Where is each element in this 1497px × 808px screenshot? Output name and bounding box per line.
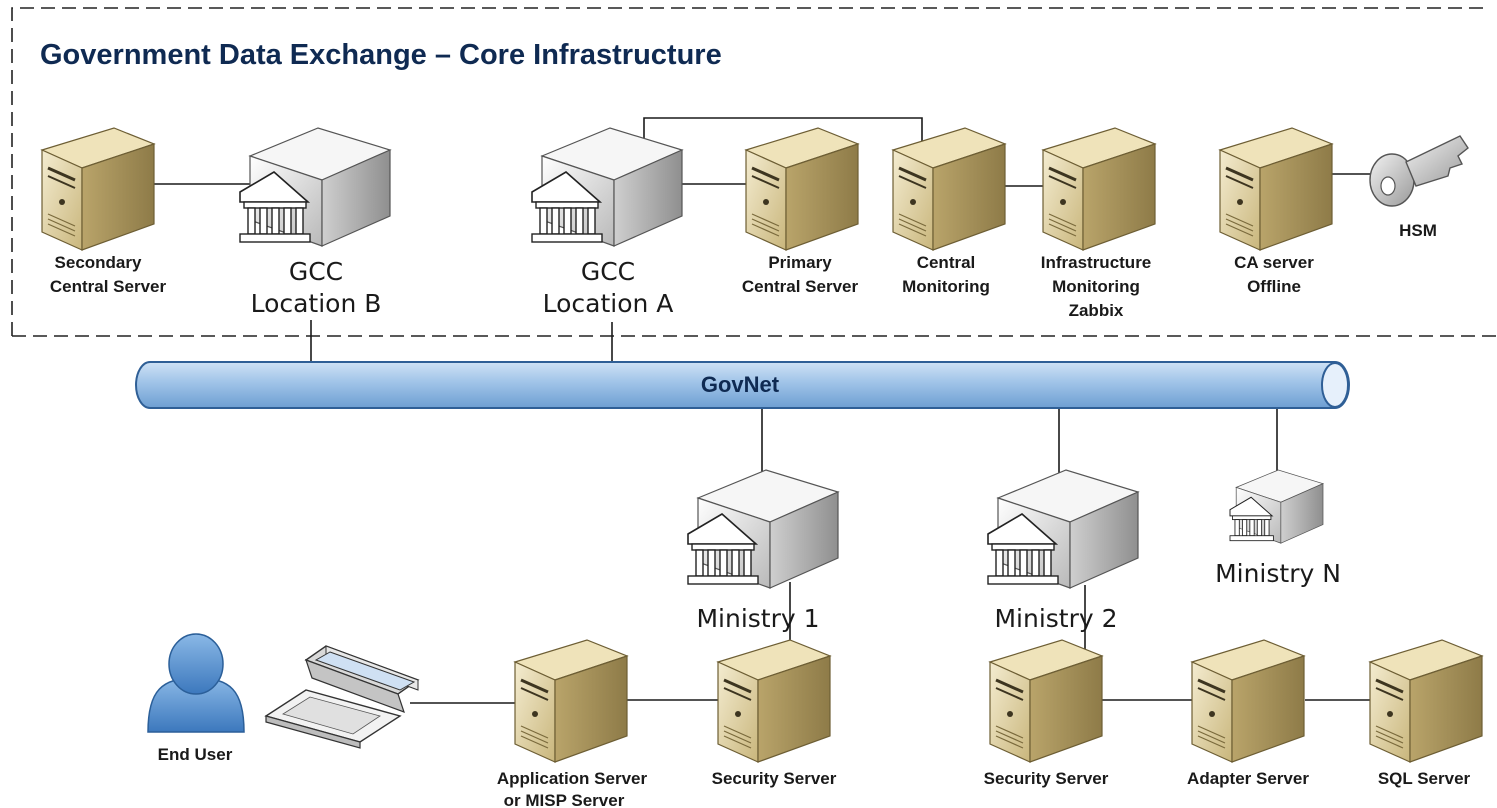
gcc-a-label-2: Location A — [543, 289, 674, 318]
laptop-icon — [264, 645, 420, 749]
government-building-icon — [239, 127, 391, 247]
adapter-server-label: Adapter Server — [1187, 769, 1309, 788]
gcc-location-a: GCC Location A — [531, 127, 683, 318]
infra-monitoring-label-3: Zabbix — [1069, 301, 1124, 320]
secondary-server-label-2: Central Server — [50, 277, 167, 296]
server-icon — [1041, 126, 1157, 252]
user-icon — [147, 633, 245, 733]
government-building-icon — [531, 127, 683, 247]
primary-server-label-1: Primary — [768, 253, 832, 272]
adapter-server: Adapter Server — [1187, 638, 1309, 788]
app-server-label-2: or MISP Server — [504, 791, 625, 808]
connection-lines — [150, 117, 1375, 704]
secondary-server-label-1: Secondary — [55, 253, 142, 272]
server-icon — [744, 126, 860, 252]
security-server-2: Security Server — [984, 638, 1109, 788]
central-monitoring: Central Monitoring — [891, 126, 1007, 296]
ministry1-label: Ministry 1 — [696, 604, 819, 633]
government-building-icon — [687, 469, 839, 589]
gcc-b-label-1: GCC — [289, 257, 343, 286]
ministryn-label: Ministry N — [1215, 559, 1341, 588]
infrastructure-boundary — [11, 7, 1490, 336]
primary-central-server: Primary Central Server — [742, 126, 860, 296]
security-server2-label: Security Server — [984, 769, 1109, 788]
server-icon — [40, 126, 156, 252]
security-server-1: Security Server — [712, 638, 837, 788]
server-icon — [1218, 126, 1334, 252]
application-server: Application Server or MISP Server — [497, 638, 648, 808]
infrastructure-monitoring-zabbix: Infrastructure Monitoring Zabbix — [1041, 126, 1157, 320]
ministry-2: Ministry 2 — [987, 469, 1139, 633]
govnet-pipe: GovNet — [135, 361, 1350, 409]
government-building-icon — [1229, 469, 1324, 544]
ministry2-label: Ministry 2 — [994, 604, 1117, 633]
infra-monitoring-label-2: Monitoring — [1052, 277, 1140, 296]
server-icon — [716, 638, 832, 764]
central-monitoring-label-2: Monitoring — [902, 277, 990, 296]
server-icon — [891, 126, 1007, 252]
server-icon — [513, 638, 629, 764]
gcc-location-b: GCC Location B — [239, 127, 391, 318]
hsm: HSM — [1369, 135, 1469, 240]
ca-server-label-1: CA server — [1234, 253, 1314, 272]
gcc-a-label-1: GCC — [581, 257, 635, 286]
govnet-label: GovNet — [701, 372, 780, 397]
secondary-central-server: Secondary Central Server — [40, 126, 167, 296]
ministry-1: Ministry 1 — [687, 469, 839, 633]
primary-server-label-2: Central Server — [742, 277, 859, 296]
ca-server-offline: CA server Offline — [1218, 126, 1334, 296]
security-server1-label: Security Server — [712, 769, 837, 788]
sql-server: SQL Server — [1368, 638, 1484, 788]
central-monitoring-label-1: Central — [917, 253, 976, 272]
sql-server-label: SQL Server — [1378, 769, 1471, 788]
app-server-label-1: Application Server — [497, 769, 648, 788]
server-icon — [1190, 638, 1306, 764]
diagram-title: Government Data Exchange – Core Infrastr… — [40, 39, 722, 71]
server-icon — [1368, 638, 1484, 764]
end-user-label: End User — [158, 745, 233, 764]
laptop — [264, 645, 420, 749]
hsm-label: HSM — [1399, 221, 1437, 240]
ministry-n: Ministry N — [1215, 469, 1341, 588]
server-icon — [988, 638, 1104, 764]
government-building-icon — [987, 469, 1139, 589]
gcc-b-label-2: Location B — [251, 289, 382, 318]
infra-monitoring-label-1: Infrastructure — [1041, 253, 1152, 272]
end-user: End User — [147, 633, 245, 764]
key-icon — [1369, 135, 1469, 207]
ca-server-label-2: Offline — [1247, 277, 1301, 296]
